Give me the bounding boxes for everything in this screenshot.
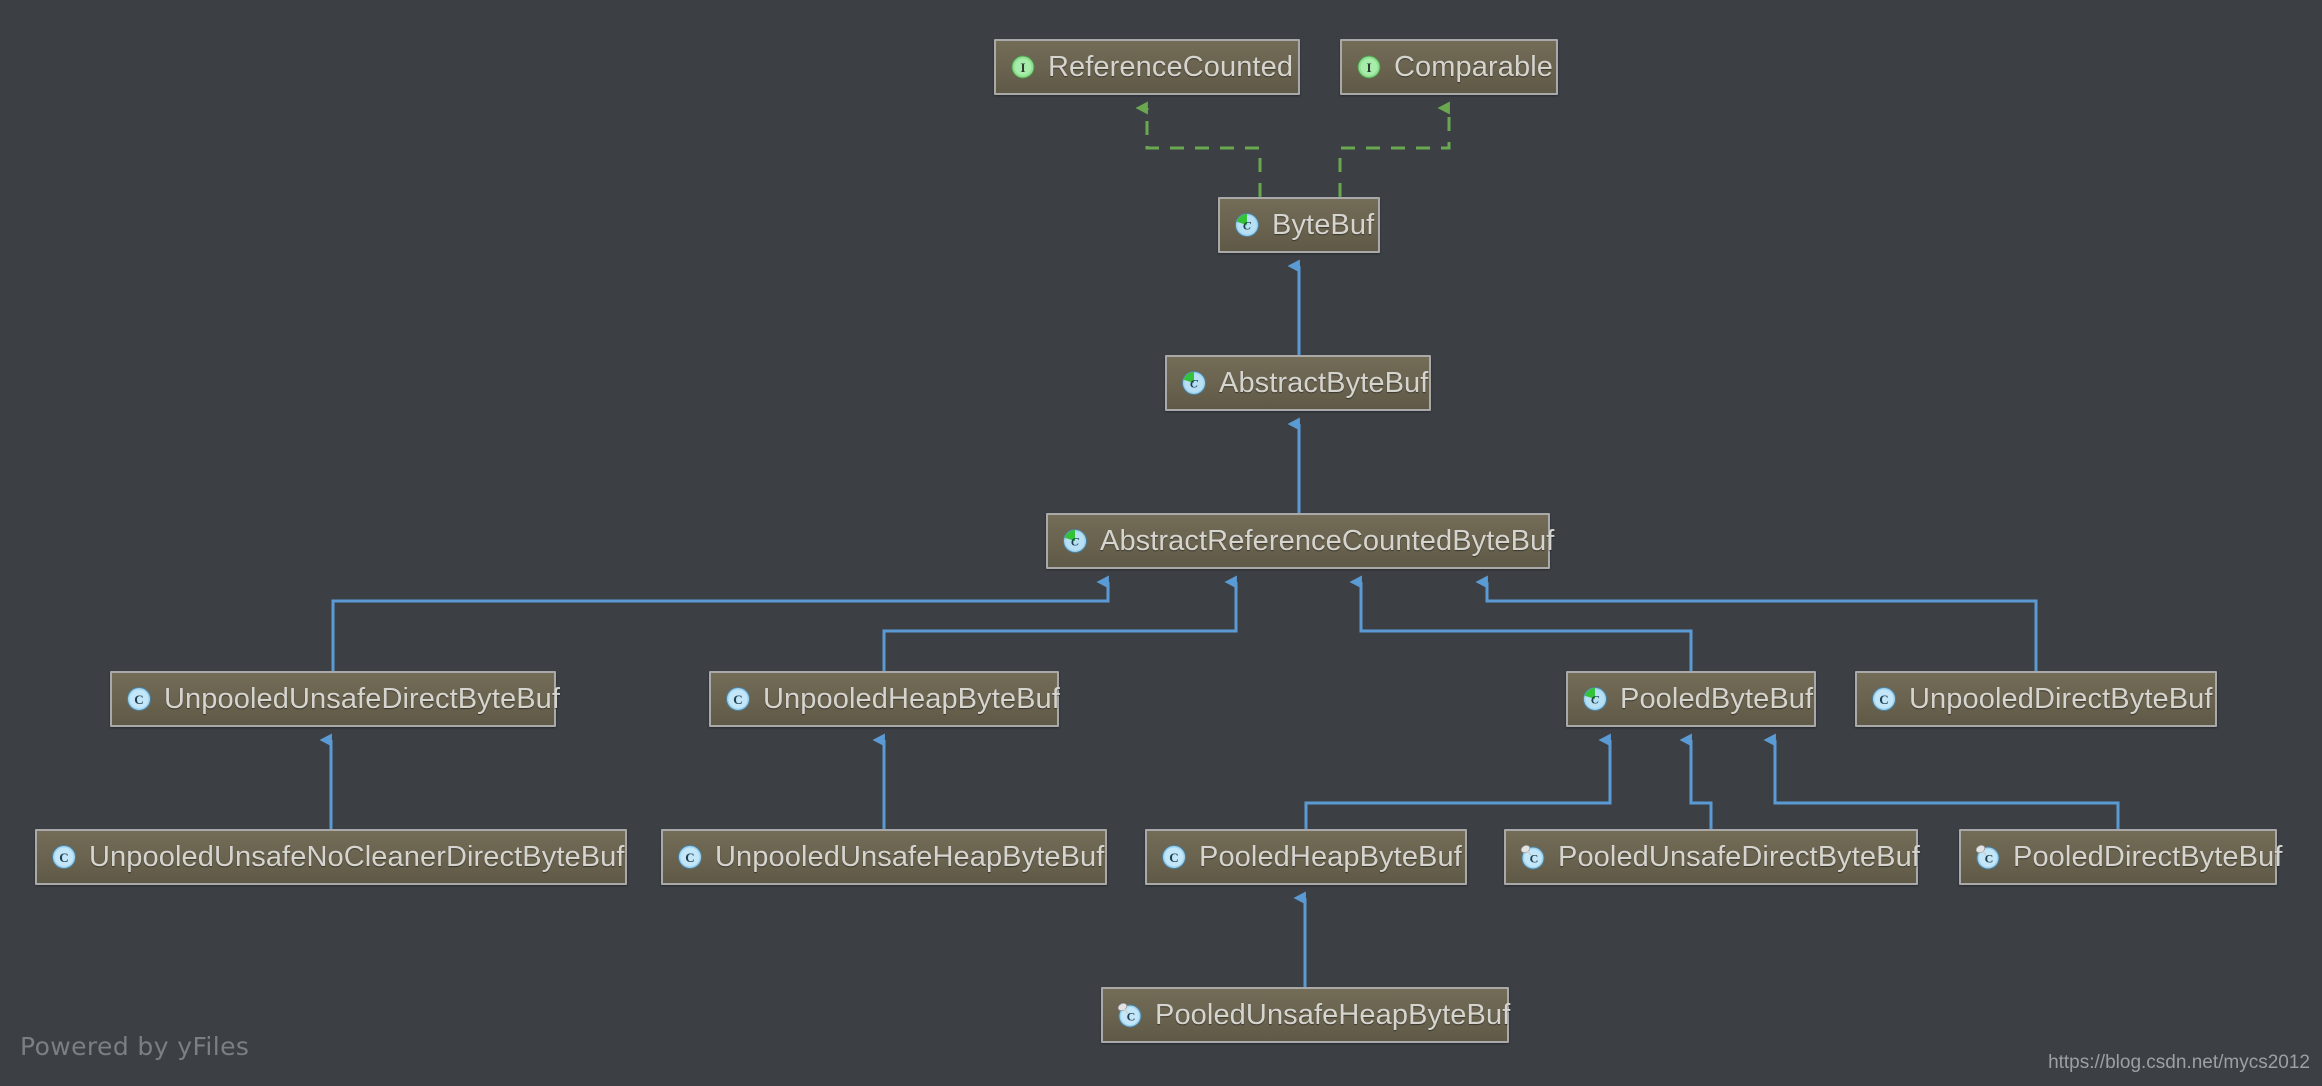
uml-node-label: Comparable xyxy=(1394,50,1553,83)
svg-text:C: C xyxy=(685,850,694,865)
svg-text:C: C xyxy=(1879,692,1888,707)
abstract-class-icon: C xyxy=(1581,685,1609,713)
uml-node-UnpooledUnsafeDirectByteBuf[interactable]: C UnpooledUnsafeDirectByteBuf xyxy=(110,671,560,727)
uml-node-PooledHeapByteBuf[interactable]: C PooledHeapByteBuf xyxy=(1145,829,1467,885)
edge-pooledheap-to-pooledbytebuf xyxy=(1304,733,1612,829)
uml-node-PooledDirectByteBuf[interactable]: C PooledDirectByteBuf xyxy=(1959,829,2282,885)
uml-node-PooledUnsafeDirectByteBuf[interactable]: C PooledUnsafeDirectByteBuf xyxy=(1504,829,1920,885)
svg-text:I: I xyxy=(1020,60,1025,75)
svg-text:C: C xyxy=(1591,693,1600,707)
edge-pooledunsafedirect-to-pooledbytebuf xyxy=(1679,733,1713,829)
uml-node-label: AbstractByteBuf xyxy=(1219,366,1429,399)
svg-text:C: C xyxy=(59,850,68,865)
uml-node-label: PooledHeapByteBuf xyxy=(1199,840,1462,873)
uml-node-label: UnpooledUnsafeNoCleanerDirectByteBuf xyxy=(89,840,625,873)
uml-node-label: PooledByteBuf xyxy=(1620,682,1814,715)
powered-by-yfiles-watermark: Powered by yFiles xyxy=(20,1032,250,1061)
final-class-icon: C xyxy=(1519,843,1547,871)
class-icon: C xyxy=(724,685,752,713)
uml-node-label: UnpooledDirectByteBuf xyxy=(1909,682,2213,715)
class-icon: C xyxy=(50,843,78,871)
class-icon: C xyxy=(125,685,153,713)
uml-node-ByteBuf[interactable]: C ByteBuf xyxy=(1218,197,1380,253)
edge-unpooledheap-to-abstractrefcounted xyxy=(882,575,1238,671)
svg-text:C: C xyxy=(1985,852,1994,866)
uml-node-label: PooledDirectByteBuf xyxy=(2013,840,2283,873)
svg-text:C: C xyxy=(1071,535,1080,549)
uml-node-label: PooledUnsafeHeapByteBuf xyxy=(1155,998,1511,1031)
svg-text:I: I xyxy=(1366,60,1371,75)
uml-node-label: PooledUnsafeDirectByteBuf xyxy=(1558,840,1920,873)
svg-text:C: C xyxy=(134,692,143,707)
uml-node-UnpooledHeapByteBuf[interactable]: C UnpooledHeapByteBuf xyxy=(709,671,1060,727)
edge-bytebuf-to-comparable xyxy=(1338,101,1451,197)
edge-unpooleddirect-to-abstractrefcounted xyxy=(1475,575,2038,671)
abstract-class-icon: C xyxy=(1061,527,1089,555)
svg-text:C: C xyxy=(1190,377,1199,391)
svg-text:C: C xyxy=(1243,219,1252,233)
uml-node-ReferenceCounted[interactable]: I ReferenceCounted xyxy=(994,39,1300,95)
svg-text:C: C xyxy=(1530,852,1539,866)
uml-node-UnpooledUnsafeHeapByteBuf[interactable]: C UnpooledUnsafeHeapByteBuf xyxy=(661,829,1107,885)
uml-node-label: UnpooledUnsafeDirectByteBuf xyxy=(164,682,561,715)
class-icon: C xyxy=(1160,843,1188,871)
uml-node-UnpooledUnsafeNoCleanerDirectByteBuf[interactable]: C UnpooledUnsafeNoCleanerDirectByteBuf xyxy=(35,829,627,885)
abstract-class-icon: C xyxy=(1180,369,1208,397)
uml-node-PooledByteBuf[interactable]: C PooledByteBuf xyxy=(1566,671,1816,727)
uml-node-UnpooledDirectByteBuf[interactable]: C UnpooledDirectByteBuf xyxy=(1855,671,2217,727)
source-url-watermark: https://blog.csdn.net/mycs2012 xyxy=(2048,1052,2310,1073)
edge-unpooledunsafedirect-to-abstractrefcounted xyxy=(331,575,1110,671)
interface-icon: I xyxy=(1009,53,1037,81)
class-icon: C xyxy=(676,843,704,871)
uml-node-PooledUnsafeHeapByteBuf[interactable]: C PooledUnsafeHeapByteBuf xyxy=(1101,987,1511,1043)
uml-node-AbstractByteBuf[interactable]: C AbstractByteBuf xyxy=(1165,355,1431,411)
uml-node-label: AbstractReferenceCountedByteBuf xyxy=(1100,524,1555,557)
edge-pooledbytebuf-to-abstractrefcounted xyxy=(1349,575,1693,671)
uml-node-label: ReferenceCounted xyxy=(1048,50,1294,83)
uml-node-AbstractReferenceCountedByteBuf[interactable]: C AbstractReferenceCountedByteBuf xyxy=(1046,513,1554,569)
svg-text:C: C xyxy=(1127,1010,1136,1024)
interface-icon: I xyxy=(1355,53,1383,81)
edge-bytebuf-to-referencecounted xyxy=(1135,101,1262,197)
uml-node-Comparable[interactable]: I Comparable xyxy=(1340,39,1558,95)
edge-pooleddirect-to-pooledbytebuf xyxy=(1763,733,2120,829)
svg-text:C: C xyxy=(733,692,742,707)
realization-edges xyxy=(1135,101,1451,197)
final-class-icon: C xyxy=(1116,1001,1144,1029)
uml-node-label: UnpooledHeapByteBuf xyxy=(763,682,1060,715)
abstract-class-icon: C xyxy=(1233,211,1261,239)
final-class-icon: C xyxy=(1974,843,2002,871)
class-icon: C xyxy=(1870,685,1898,713)
svg-text:C: C xyxy=(1169,850,1178,865)
uml-node-label: ByteBuf xyxy=(1272,208,1375,241)
uml-node-label: UnpooledUnsafeHeapByteBuf xyxy=(715,840,1105,873)
